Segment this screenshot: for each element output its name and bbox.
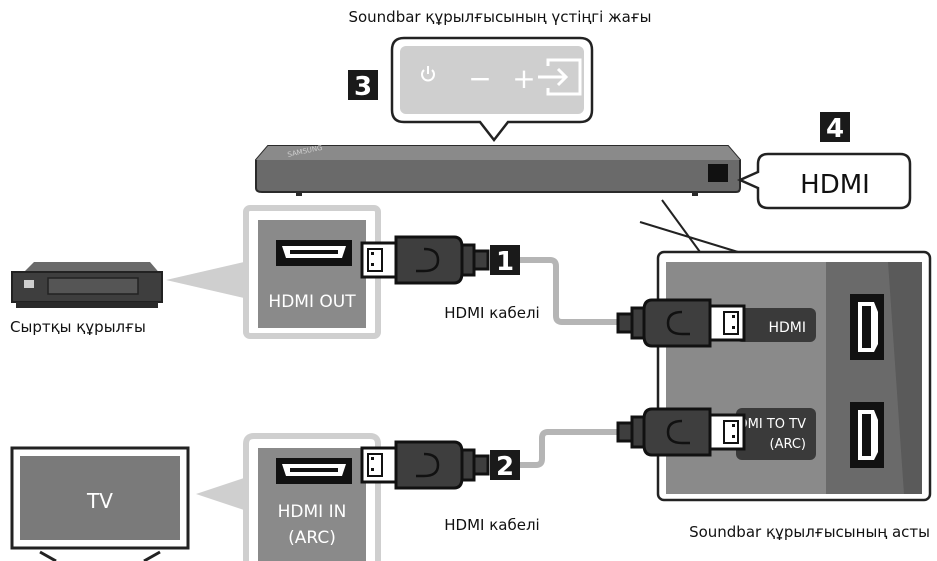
svg-text:2: 2 <box>496 452 514 482</box>
hdmi-in-label-2: (ARC) <box>288 528 336 548</box>
svg-text:HDMI: HDMI <box>800 170 870 200</box>
bottom-title: Soundbar құрылғысының асты <box>689 523 930 541</box>
sb-hdmi-tv-label-box <box>736 408 816 460</box>
cable-1-label: HDMI кабелі <box>444 304 539 322</box>
sb-hdmi-tv-label-1: HDMI TO TV <box>728 417 806 432</box>
svg-text:1: 1 <box>496 247 514 277</box>
plus-button-label: + <box>512 62 535 95</box>
external-device-pointer <box>166 262 244 298</box>
sb-hdmi-port <box>850 294 884 360</box>
hdmi-in-port <box>276 458 352 484</box>
svg-text:4: 4 <box>826 114 844 144</box>
svg-text:3: 3 <box>354 72 372 102</box>
cable-1-left-plug <box>360 235 490 285</box>
hdmi-out-callout: HDMI OUT <box>243 205 381 339</box>
cable-2-line <box>520 429 620 468</box>
badge-4: 4 <box>820 112 850 144</box>
badge-1: 1 <box>490 245 520 277</box>
source-icon <box>538 58 582 96</box>
badge-3: 3 <box>348 70 378 102</box>
cable-2-right-plug <box>616 407 746 457</box>
cable-1-right-plug <box>616 298 746 348</box>
power-icon <box>421 66 435 82</box>
top-panel-callout: − + <box>390 36 594 143</box>
cable-2-left-plug <box>360 440 490 490</box>
hdmi-out-port <box>276 240 352 266</box>
sb-hdmi-tv-label-2: (ARC) <box>770 437 807 452</box>
sb-hdmi-label: HDMI <box>768 320 806 336</box>
sb-hdmi-tv-port <box>850 402 884 468</box>
soundbar-bottom-panel: HDMI HDMI TO TV (ARC) <box>656 250 932 502</box>
badge-2: 2 <box>490 450 520 482</box>
hdmi-callout: HDMI <box>736 152 912 210</box>
cable-1-line <box>520 257 620 325</box>
hdmi-out-label: HDMI OUT <box>268 292 356 312</box>
top-title: Soundbar құрылғысының үстіңгі жағы <box>348 8 651 26</box>
external-device-label: Сыртқы құрылғы <box>10 318 146 336</box>
hdmi-in-label-1: HDMI IN <box>278 502 347 522</box>
tv: TV <box>10 446 190 561</box>
soundbar: SAMSUNG <box>255 144 741 196</box>
tv-label: TV <box>86 489 113 513</box>
minus-button-label: − <box>468 62 491 95</box>
hdmi-in-callout: HDMI IN (ARC) <box>243 433 381 561</box>
cable-2-label: HDMI кабелі <box>444 516 539 534</box>
sb-hdmi-label-box <box>736 308 816 342</box>
external-device <box>11 262 163 308</box>
tv-pointer <box>196 478 244 510</box>
